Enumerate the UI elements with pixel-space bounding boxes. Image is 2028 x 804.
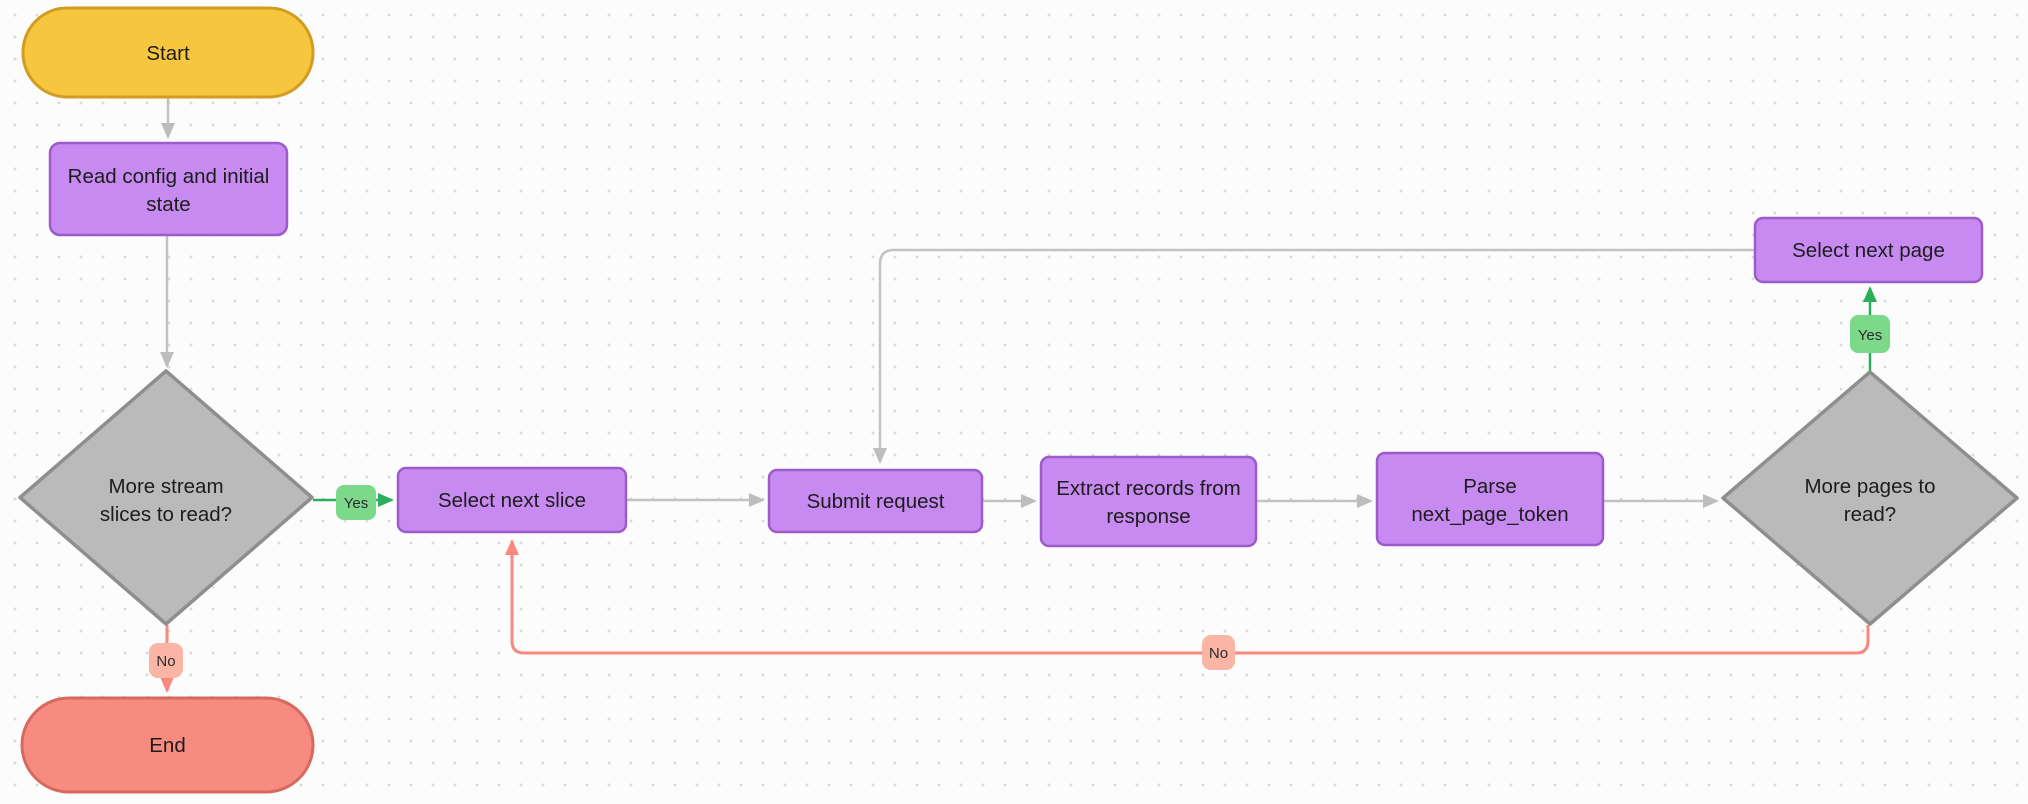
node-decision-slices-label-line2: slices to read? [100, 503, 232, 526]
node-start-label: Start [146, 42, 190, 65]
node-extract-records[interactable] [1039, 455, 1258, 548]
node-decision-pages-label-line2: read? [1844, 503, 1896, 526]
badge-no-slices[interactable] [149, 643, 183, 678]
node-end[interactable] [20, 696, 315, 794]
badge-no-pages-label: No [1209, 645, 1228, 662]
node-read-config-label-line1: Read config and initial [68, 165, 270, 188]
node-decision-pages-label-line1: More pages to [1804, 475, 1935, 498]
node-decision-more-stream-slices[interactable] [18, 369, 314, 626]
badge-yes-slices-label: Yes [344, 495, 368, 512]
badge-yes-pages-label: Yes [1858, 327, 1882, 344]
node-read-config-label-line2: state [146, 193, 190, 216]
node-read-config[interactable] [48, 141, 289, 237]
node-submit-request-label: Submit request [807, 490, 945, 513]
node-parse-token-label-line1: Parse [1463, 475, 1517, 498]
node-select-next-page-label: Select next page [1792, 239, 1945, 262]
node-select-next-slice[interactable] [396, 466, 628, 534]
badge-no-pages[interactable] [1202, 635, 1235, 670]
node-parse-next-page-token[interactable] [1375, 451, 1605, 547]
node-extract-records-label-line1: Extract records from [1056, 477, 1241, 500]
node-parse-token-label-line2: next_page_token [1411, 503, 1568, 526]
node-submit-request[interactable] [767, 468, 984, 534]
node-select-next-slice-label: Select next slice [438, 489, 586, 512]
edge-decision-pages-no-to-select-slice [505, 539, 1870, 655]
edge-select-page-to-submit-request [873, 248, 1755, 464]
node-decision-more-pages[interactable] [1721, 370, 2019, 626]
node-decision-slices-label-line1: More stream [108, 475, 223, 498]
node-end-label: End [149, 734, 185, 757]
node-extract-records-label-line2: response [1106, 505, 1190, 528]
node-start[interactable] [21, 6, 315, 99]
badge-yes-pages[interactable] [1850, 315, 1890, 353]
node-select-next-page[interactable] [1753, 216, 1984, 284]
badge-no-slices-label: No [156, 653, 175, 670]
badge-yes-slices[interactable] [336, 485, 376, 520]
